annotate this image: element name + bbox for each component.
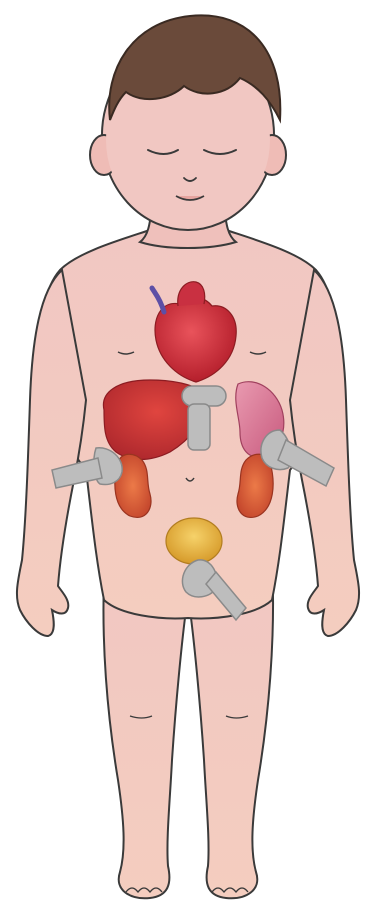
bladder [166,518,222,564]
